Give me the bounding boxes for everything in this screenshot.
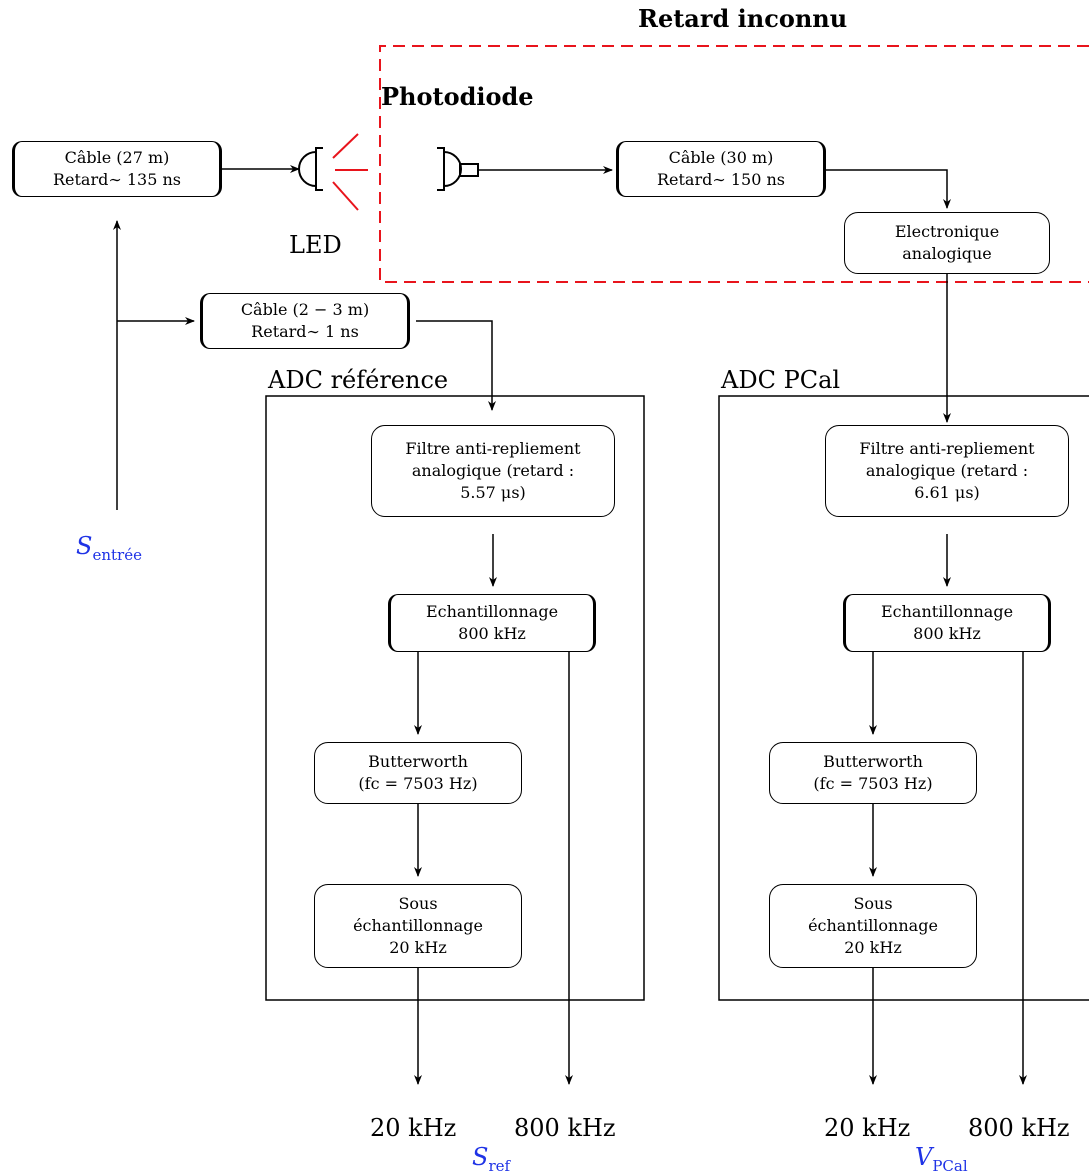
led-icon (298, 133, 368, 211)
pcal-antialias-filter-box: Filtre anti-repliement analogique (retar… (825, 425, 1069, 517)
ref-filter-line2: analogique (retard : (411, 461, 575, 480)
electronique-box: Electronique analogique (844, 212, 1050, 274)
ref-filter-line1: Filtre anti-repliement (405, 439, 581, 458)
photodiode-icon (437, 147, 479, 191)
electronique-line1: Electronique (894, 222, 1000, 241)
electronique-line2: analogique (902, 244, 992, 263)
ref-downsampling-line2: échantillonnage (353, 916, 483, 935)
cable-2-3m-box: Câble (2 − 3 m) Retard∼ 1 ns (200, 293, 410, 349)
ref-sampling-line2: 800 kHz (458, 624, 526, 643)
unknown-delay-title: Retard inconnu (638, 4, 848, 33)
ref-downsampling-box: Sous échantillonnage 20 kHz (314, 884, 522, 968)
ref-antialias-filter-box: Filtre anti-repliement analogique (retar… (371, 425, 615, 517)
ref-output-800khz: 800 kHz (514, 1114, 616, 1142)
cable-30m-box: Câble (30 m) Retard∼ 150 ns (616, 141, 826, 197)
adc-pcal-frame (718, 395, 1089, 1001)
pcal-filter-line2: analogique (retard : (865, 461, 1029, 480)
pcal-output-800khz: 800 kHz (968, 1114, 1070, 1142)
pcal-sampling-line1: Echantillonnage (880, 602, 1014, 621)
pcal-butterworth-box: Butterworth (fc = 7503 Hz) (769, 742, 977, 804)
ref-output-20khz: 20 kHz (370, 1114, 457, 1142)
ref-sampling-line1: Echantillonnage (425, 602, 559, 621)
cable-27m-name: Câble (27 m) (64, 148, 170, 167)
arrow-cable30-to-electronique (826, 169, 951, 209)
pcal-downsampling-line1: Sous (853, 894, 893, 913)
pcal-filter-line1: Filtre anti-repliement (859, 439, 1035, 458)
ref-sampling-box: Echantillonnage 800 kHz (388, 594, 596, 652)
pcal-sampling-box: Echantillonnage 800 kHz (843, 594, 1051, 652)
pcal-butterworth-line2: (fc = 7503 Hz) (813, 774, 933, 793)
cable-2-3m-delay: Retard∼ 1 ns (251, 322, 359, 341)
pcal-signal-label: VPCal (915, 1143, 968, 1175)
ref-butterworth-line1: Butterworth (368, 752, 468, 771)
pcal-filter-line3: 6.61 μs) (914, 483, 980, 502)
unknown-delay-region (379, 45, 1089, 283)
pcal-downsampling-line3: 20 kHz (844, 938, 902, 957)
pcal-sampling-line2: 800 kHz (913, 624, 981, 643)
led-label: LED (289, 231, 342, 259)
pcal-output-20khz: 20 kHz (824, 1114, 911, 1142)
adc-reference-title: ADC référence (268, 366, 449, 394)
ref-butterworth-line2: (fc = 7503 Hz) (358, 774, 478, 793)
pcal-butterworth-line1: Butterworth (823, 752, 923, 771)
input-signal-label: Sentrée (76, 532, 142, 564)
cable-27m-box: Câble (27 m) Retard∼ 135 ns (12, 141, 222, 197)
ref-signal-label: Sref (472, 1143, 511, 1175)
ref-butterworth-box: Butterworth (fc = 7503 Hz) (314, 742, 522, 804)
pcal-downsampling-box: Sous échantillonnage 20 kHz (769, 884, 977, 968)
cable-27m-delay: Retard∼ 135 ns (52, 170, 181, 189)
cable-30m-name: Câble (30 m) (668, 148, 774, 167)
cable-30m-delay: Retard∼ 150 ns (656, 170, 785, 189)
cable-2-3m-name: Câble (2 − 3 m) (240, 300, 370, 319)
pcal-downsampling-line2: échantillonnage (808, 916, 938, 935)
photodiode-label: Photodiode (381, 82, 534, 111)
ref-downsampling-line3: 20 kHz (389, 938, 447, 957)
arrow-cable23-to-ref-filter (416, 320, 496, 411)
ref-downsampling-line1: Sous (398, 894, 438, 913)
adc-reference-frame (265, 395, 645, 1001)
ref-filter-line3: 5.57 μs) (460, 483, 526, 502)
adc-pcal-title: ADC PCal (721, 366, 841, 394)
